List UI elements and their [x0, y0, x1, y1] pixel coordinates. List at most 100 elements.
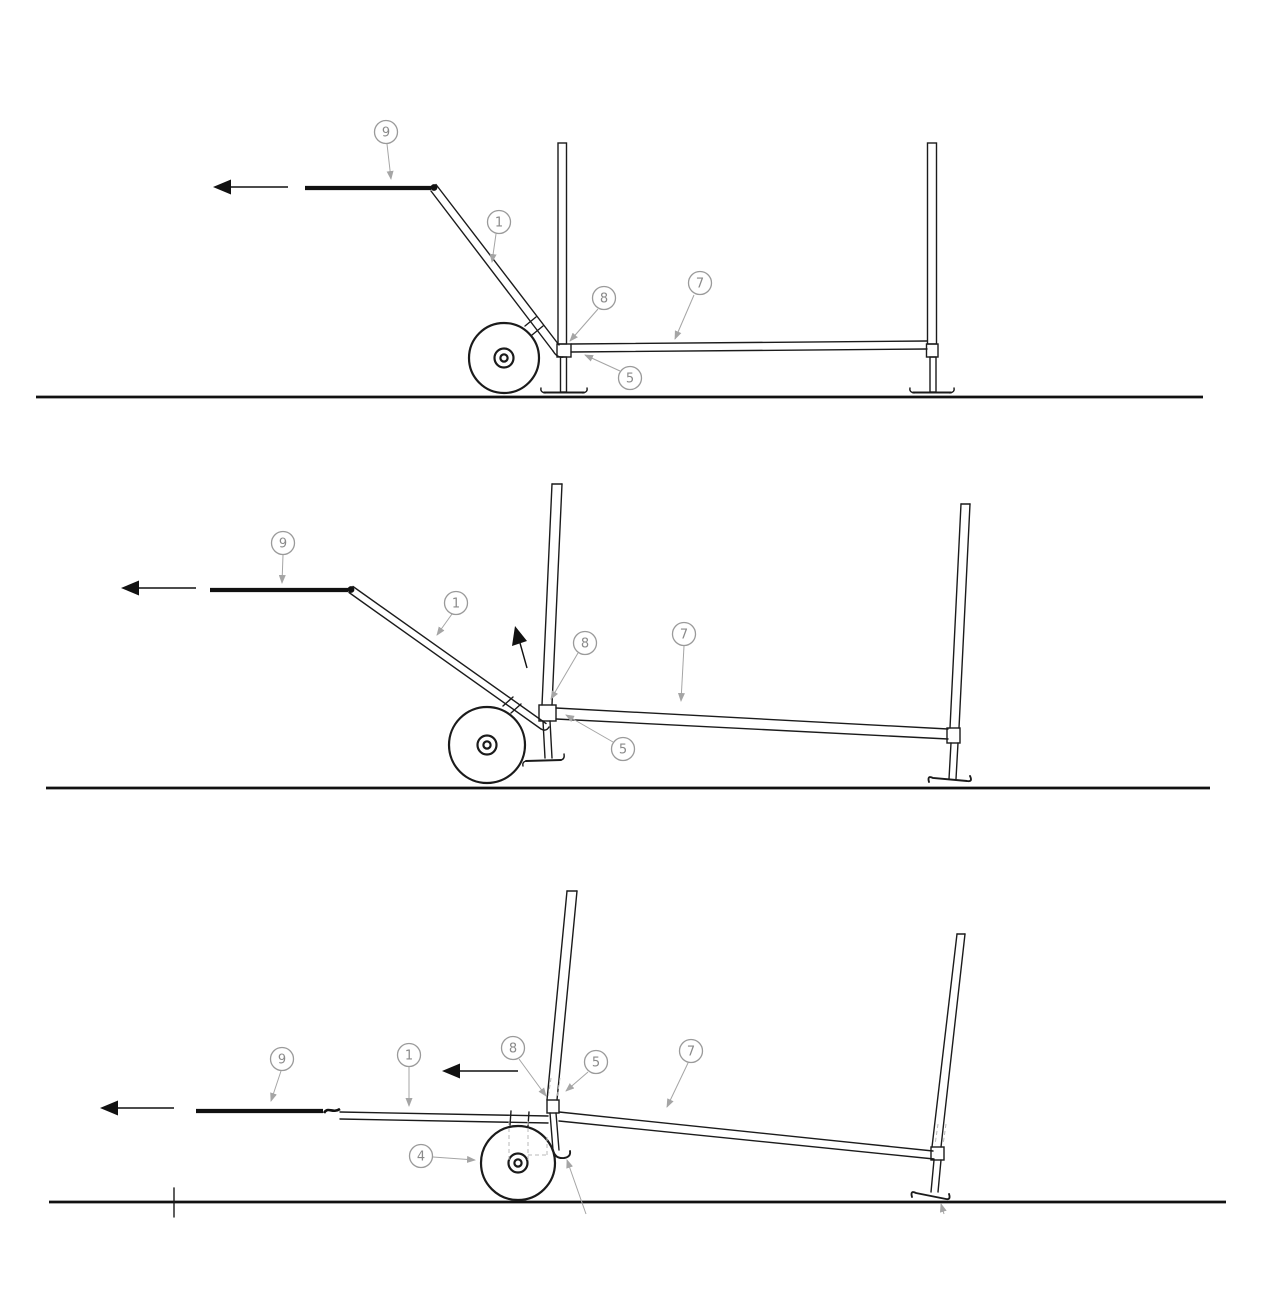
front-post — [557, 142, 568, 345]
wheel-axle — [482, 740, 492, 750]
front-foot-hook — [552, 1149, 572, 1160]
wheel-hub — [507, 1152, 529, 1174]
callout-label: 1 — [405, 1049, 413, 1064]
front-foot — [522, 753, 565, 767]
callout-1: 1 — [486, 209, 512, 263]
panel-lowered: 9 1 8 5 7 4 — [49, 890, 1226, 1218]
wheel — [467, 321, 541, 395]
callout-label: 9 — [382, 126, 390, 141]
callout-5: 5 — [565, 1049, 609, 1092]
callout-5: 5 — [584, 354, 643, 391]
handle-pivot-knob — [322, 1107, 341, 1114]
rear-foot — [909, 387, 955, 394]
arrow-left-icon — [100, 1100, 118, 1116]
hidden-post-edge — [942, 1123, 947, 1146]
callout-9: 9 — [269, 1046, 295, 1102]
callout-label: 9 — [278, 1053, 286, 1068]
rear-post — [926, 142, 938, 345]
front-post — [541, 483, 563, 706]
pull-direction-arrow — [100, 1100, 174, 1116]
lift-direction-arrow — [512, 626, 528, 669]
panel-upright: 9 1 8 7 5 — [36, 119, 1203, 399]
callout-9: 9 — [270, 530, 296, 584]
callout-7: 7 — [671, 621, 697, 702]
rear-foot — [927, 775, 972, 783]
callout-label: 8 — [581, 637, 589, 652]
axle-bracket-edge — [509, 1110, 512, 1126]
hidden-post-edge — [934, 1123, 939, 1146]
strut-coupling-mark — [524, 316, 537, 327]
bed-rail — [570, 340, 928, 353]
front-joint-block — [546, 1099, 560, 1114]
callout-label: 1 — [452, 597, 460, 612]
handle-pivot-knob — [430, 184, 438, 191]
push-direction-arrow — [442, 1063, 518, 1079]
wheel-axle — [513, 1158, 523, 1168]
wheel-axle — [499, 353, 509, 363]
callout-label: 7 — [696, 277, 704, 292]
wheel — [479, 1124, 557, 1202]
hidden-axle-bracket-lines — [508, 1121, 549, 1160]
handle-pivot-knob — [347, 586, 355, 593]
front-leg — [542, 720, 553, 759]
callout-1: 1 — [436, 590, 469, 636]
front-foot — [540, 387, 588, 394]
wheel-hub — [493, 347, 515, 369]
callout-label: 9 — [279, 537, 287, 552]
callout-label: 1 — [495, 216, 503, 231]
pull-direction-arrow — [213, 179, 288, 195]
rear-joint-block — [930, 1146, 945, 1161]
arrow-left-icon — [213, 179, 231, 195]
callout-9: 9 — [373, 119, 399, 180]
callout-8: 8 — [569, 285, 617, 342]
rear-joint-block — [946, 727, 961, 744]
front-joint-block — [556, 343, 572, 358]
wheel — [447, 705, 527, 785]
callout-label: 7 — [680, 628, 688, 643]
front-post — [546, 890, 578, 1101]
panel-tilting: 9 1 8 7 5 — [46, 483, 1210, 790]
rear-leg — [948, 742, 959, 780]
rear-joint-block — [925, 343, 939, 358]
callout-7: 7 — [674, 270, 713, 340]
rear-foot — [910, 1191, 951, 1201]
callout-1: 1 — [396, 1042, 422, 1107]
callout-label: 8 — [600, 292, 608, 307]
callout-5: 5 — [565, 714, 636, 762]
callout-label: 5 — [619, 743, 627, 758]
rear-post — [949, 503, 971, 729]
cropped-leader-line — [939, 1203, 947, 1215]
strut-coupling-mark — [502, 696, 514, 707]
rear-leg — [929, 356, 937, 393]
callout-8: 8 — [550, 630, 598, 700]
callout-label: 8 — [509, 1042, 517, 1057]
rear-post — [931, 933, 966, 1148]
front-leg — [549, 1112, 560, 1151]
pull-direction-arrow — [121, 580, 196, 596]
callout-label: 7 — [687, 1045, 695, 1060]
callout-8: 8 — [500, 1035, 547, 1097]
callout-label: 5 — [626, 372, 634, 387]
hidden-post-edge — [556, 1077, 561, 1099]
bed-rail — [558, 1111, 935, 1160]
strut-coupling-mark — [531, 325, 544, 336]
handle-strut — [430, 183, 564, 358]
wheel-hub — [476, 734, 498, 756]
hidden-post-edge — [547, 1077, 552, 1099]
front-leg — [559, 356, 568, 393]
handle-strut — [339, 1110, 549, 1127]
front-joint-block — [538, 704, 557, 722]
bed-rail — [555, 707, 949, 740]
arrow-left-icon — [121, 580, 139, 596]
callout-4: 4 — [408, 1143, 476, 1169]
callout-7: 7 — [666, 1038, 704, 1108]
cropped-leader-line — [566, 1159, 587, 1215]
handle-strut — [348, 585, 550, 731]
strut-coupling-mark — [510, 703, 522, 714]
callout-label: 5 — [592, 1056, 600, 1071]
rear-leg — [930, 1159, 942, 1193]
callout-label: 4 — [417, 1150, 425, 1165]
arrow-up-icon — [512, 626, 527, 646]
